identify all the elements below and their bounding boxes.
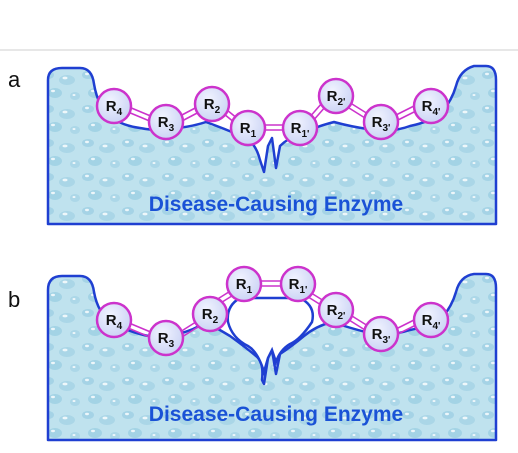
residue-b-r4p: R4' xyxy=(412,301,450,339)
residue-bead xyxy=(362,315,400,353)
enzyme-label-a: Disease-Causing Enzyme xyxy=(149,193,403,216)
residue-b-r1: R1 xyxy=(225,265,263,303)
svg-text:R4': R4' xyxy=(422,98,441,118)
binding-pocket-b xyxy=(226,296,314,377)
residues-a: R4 R3 R2 R1 R1' R2' xyxy=(95,77,450,147)
residue-bead xyxy=(191,295,229,333)
svg-text:R2: R2 xyxy=(204,96,221,116)
residue-b-r2p: R2' xyxy=(317,291,355,329)
svg-text:R4': R4' xyxy=(422,312,441,332)
panel-b: b Disease-Causing Enzyme R4 R3 xyxy=(8,265,498,442)
residue-a-r3p: R3' xyxy=(362,103,400,141)
residue-bead xyxy=(412,301,450,339)
svg-text:R3': R3' xyxy=(372,326,391,346)
residue-bead xyxy=(362,103,400,141)
residue-b-r1p: R1' xyxy=(279,265,317,303)
residue-bead xyxy=(95,87,133,125)
enzyme-label-b: Disease-Causing Enzyme xyxy=(149,403,403,426)
svg-text:R2': R2' xyxy=(327,88,346,108)
svg-text:R1: R1 xyxy=(240,120,257,140)
residue-b-r3: R3 xyxy=(147,319,185,357)
residue-bead xyxy=(279,265,317,303)
svg-text:R2': R2' xyxy=(327,302,346,322)
residues-b: R4 R3 R2 R1 R1' R2' xyxy=(95,265,450,357)
panel-letter-b: b xyxy=(8,287,20,312)
residue-a-r4p: R4' xyxy=(412,87,450,125)
residue-a-r4: R4 xyxy=(95,87,133,125)
bond-a-2p-3p xyxy=(348,103,369,119)
residue-bead xyxy=(147,319,185,357)
residue-a-r1: R1 xyxy=(229,109,267,147)
residue-bead xyxy=(147,103,185,141)
residue-bead xyxy=(225,265,263,303)
svg-text:R1: R1 xyxy=(236,276,253,296)
svg-text:R4: R4 xyxy=(106,98,123,118)
residue-a-r3: R3 xyxy=(147,103,185,141)
panel-letter-a: a xyxy=(8,67,21,92)
residue-bead xyxy=(412,87,450,125)
svg-text:R3: R3 xyxy=(158,330,175,350)
bond-a-1-1p xyxy=(264,124,285,131)
svg-text:R1': R1' xyxy=(291,120,310,140)
panel-a: a Disease-Causing Enzyme R4 R3 R xyxy=(8,64,498,226)
residue-b-r2: R2 xyxy=(191,295,229,333)
residue-b-r4: R4 xyxy=(95,301,133,339)
residue-bead xyxy=(229,109,267,147)
residue-bead xyxy=(317,291,355,329)
residue-bead xyxy=(193,85,231,123)
residue-bead xyxy=(95,301,133,339)
svg-text:R3': R3' xyxy=(372,114,391,134)
residue-a-r1p: R1' xyxy=(281,109,319,147)
residue-bead xyxy=(317,77,355,115)
svg-text:R1': R1' xyxy=(289,276,308,296)
residue-a-r2: R2 xyxy=(193,85,231,123)
residue-b-r3p: R3' xyxy=(362,315,400,353)
bond-b-2p-3p xyxy=(348,315,369,331)
residue-bead xyxy=(281,109,319,147)
residue-a-r2p: R2' xyxy=(317,77,355,115)
bond-b-1-1p xyxy=(260,280,283,287)
svg-text:R2: R2 xyxy=(202,306,219,326)
svg-text:R3: R3 xyxy=(158,114,175,134)
svg-text:R4: R4 xyxy=(106,312,123,332)
